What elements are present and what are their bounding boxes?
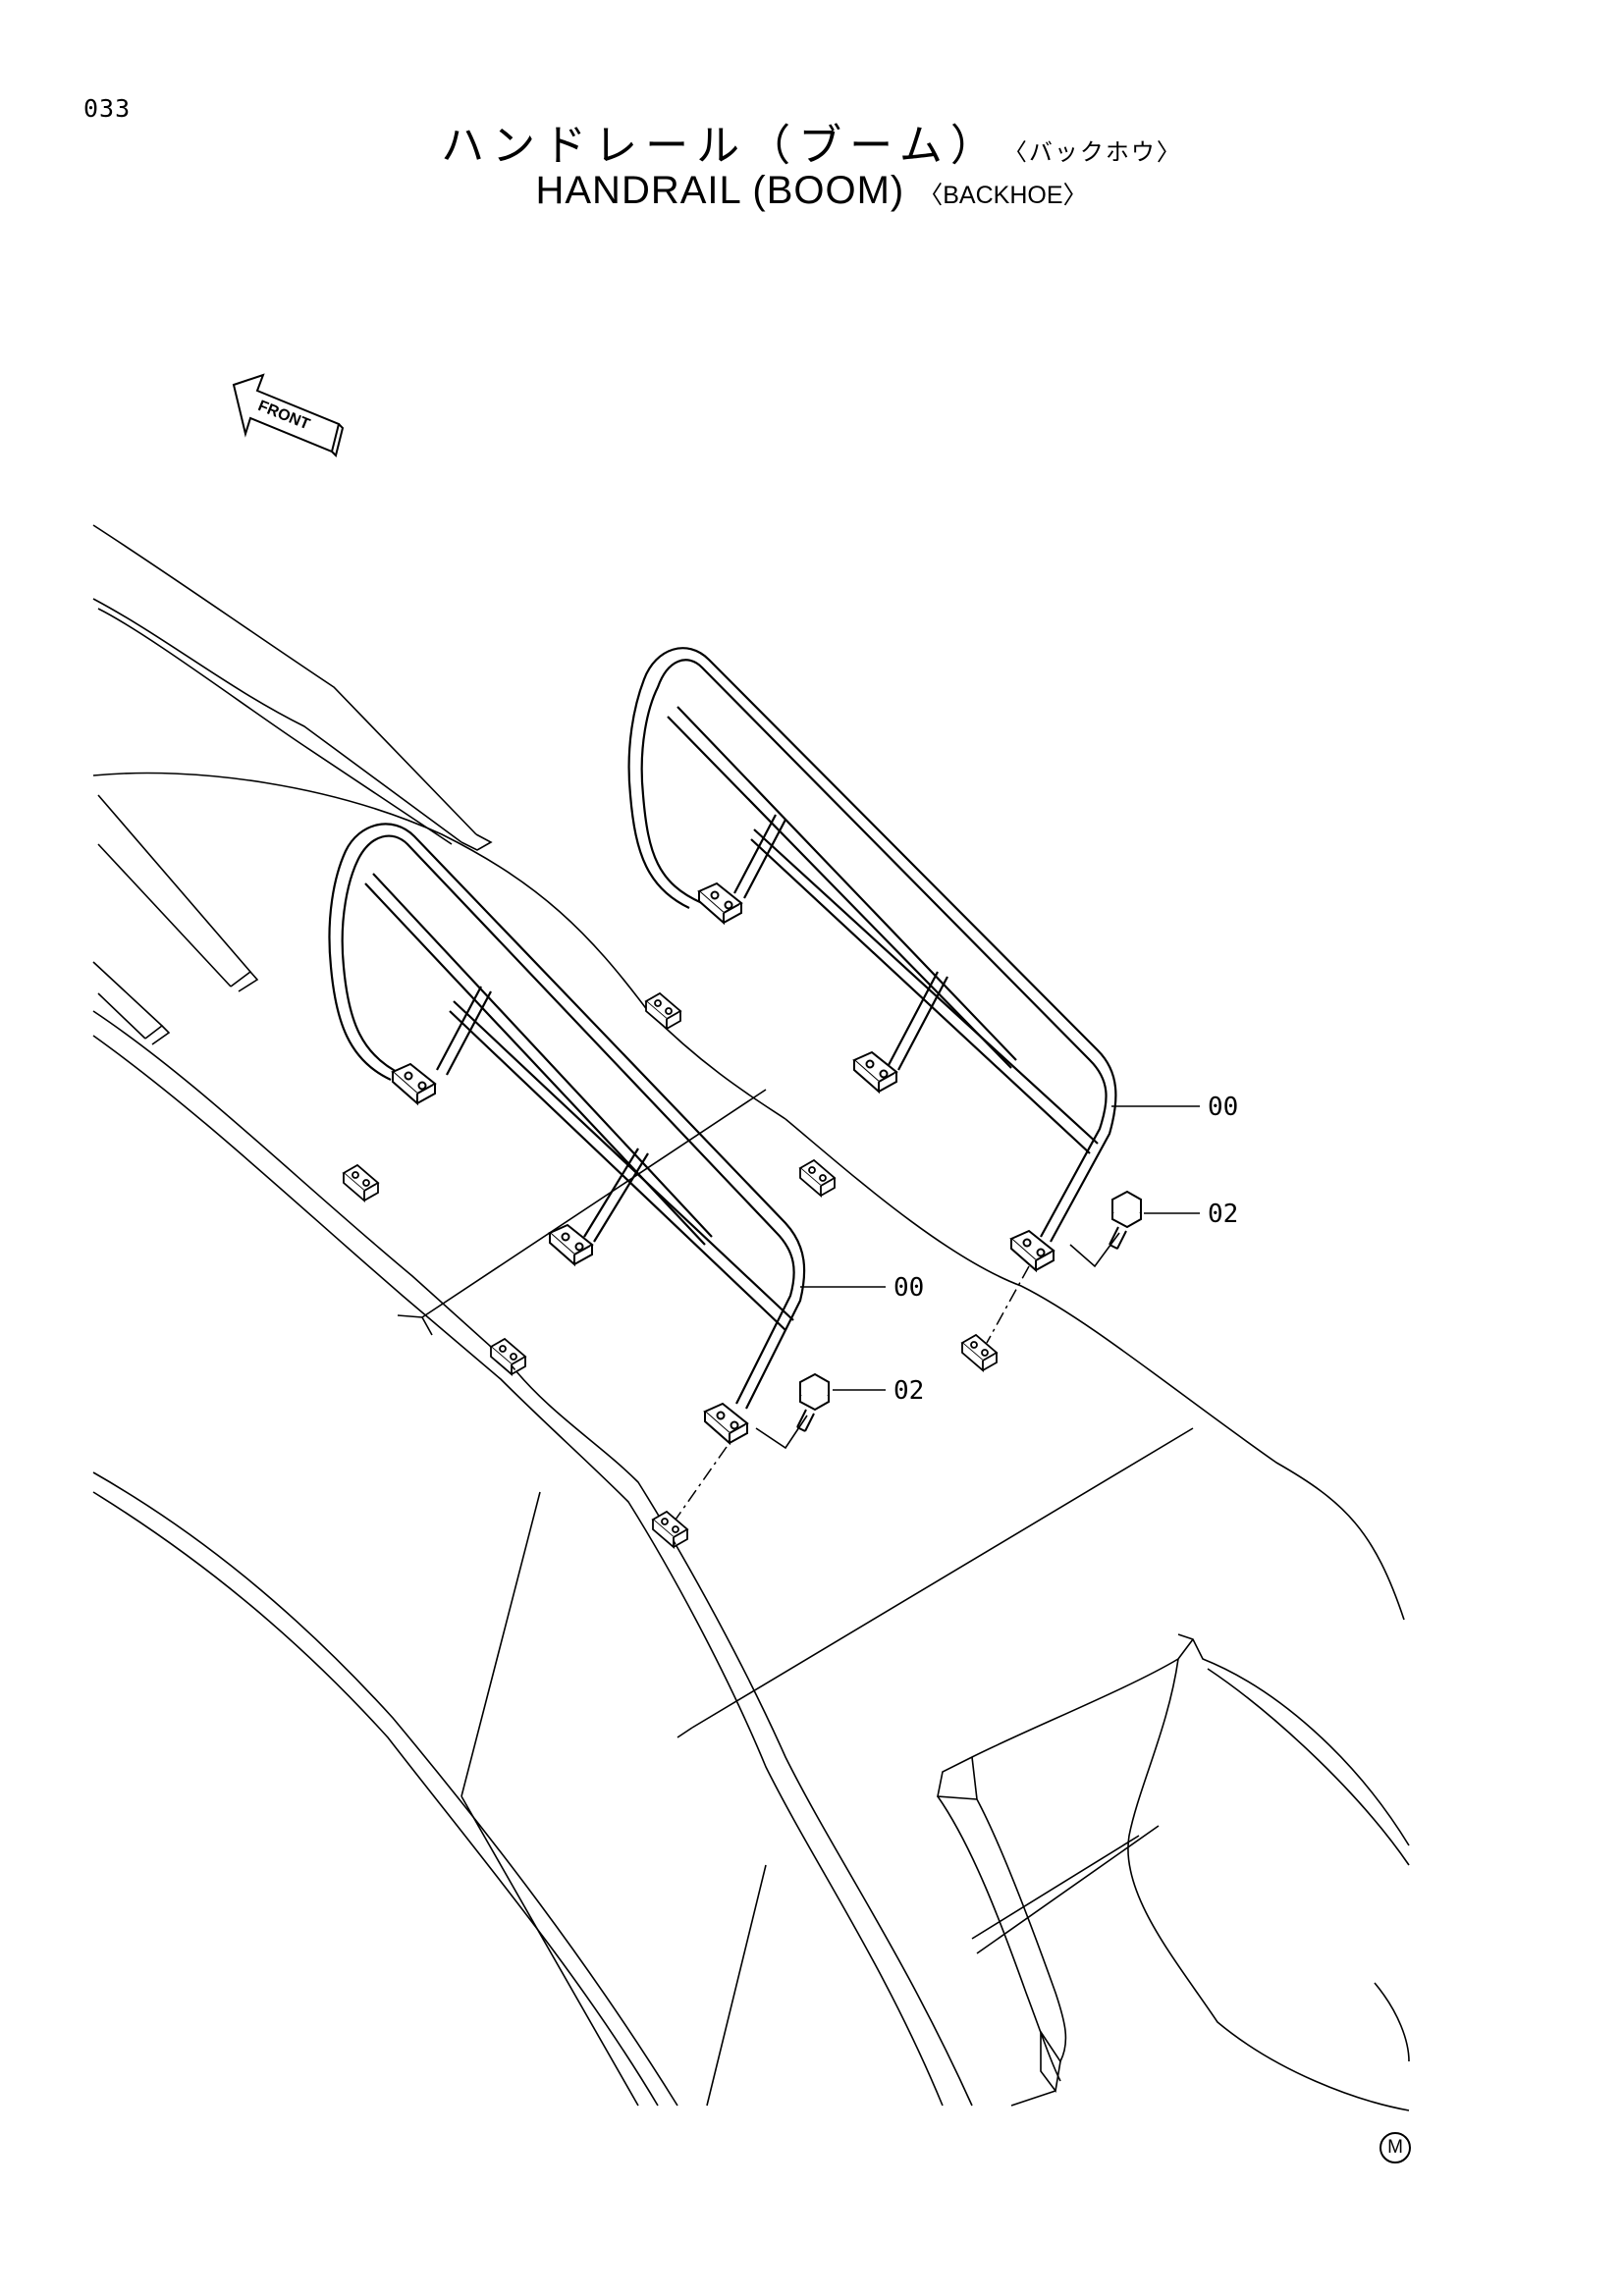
boom-mounting-pads <box>342 991 999 1549</box>
leader-lines <box>755 1105 1200 1450</box>
assembly-center-lines <box>675 1265 1030 1521</box>
callout-upper-bolt: 02 <box>1208 1200 1238 1229</box>
title-jp-main: ハンドレール（ブーム） <box>441 121 1001 171</box>
upper-bolt <box>1109 1190 1142 1250</box>
title-english: HANDRAIL (BOOM) 〈BACKHOE〉 <box>0 169 1623 213</box>
corner-mark: M <box>1380 2132 1411 2163</box>
callout-lower-handrail: 00 <box>893 1273 924 1303</box>
callout-lower-bolt: 02 <box>893 1376 924 1406</box>
lower-bolt <box>796 1372 830 1432</box>
lower-handrail <box>328 823 806 1410</box>
title-jp-suffix: 〈バックホウ〉 <box>1014 138 1182 166</box>
front-arrow-icon: FRONT <box>232 373 345 457</box>
page-number: 033 <box>83 94 132 123</box>
title-japanese: ハンドレール（ブーム） 〈バックホウ〉 <box>0 110 1623 173</box>
title-en-main: HANDRAIL (BOOM) <box>535 169 905 212</box>
callout-upper-handrail: 00 <box>1208 1093 1238 1122</box>
upper-handrail-brackets <box>697 881 1055 1273</box>
lower-handrail-brackets <box>391 1062 749 1446</box>
front-arrow-label: FRONT <box>255 398 312 433</box>
upper-handrail <box>627 647 1117 1243</box>
boom-outline <box>92 524 1410 2111</box>
title-en-suffix: 〈BACKHOE〉 <box>918 182 1088 209</box>
